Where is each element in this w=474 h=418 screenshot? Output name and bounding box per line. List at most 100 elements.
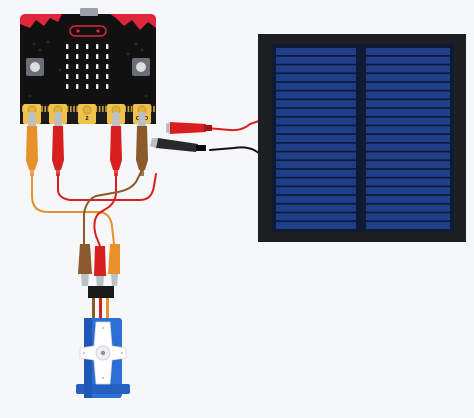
solar-cell [366, 187, 450, 195]
solar-cell [276, 56, 356, 64]
edge-finger [70, 106, 72, 112]
solar-cell [366, 135, 450, 142]
solar-cell [276, 48, 356, 55]
led [76, 84, 79, 89]
led [86, 74, 89, 79]
servo-clip-brown[interactable] [78, 244, 92, 286]
solar-cell [276, 222, 356, 229]
solar-cell [366, 48, 450, 55]
board-clips [26, 112, 148, 176]
servo-clip-orange[interactable] [108, 244, 120, 286]
edge-finger [22, 106, 24, 112]
clip-pin0-orange[interactable] [26, 112, 38, 176]
solar-cell [366, 108, 450, 116]
board-accent-left [20, 14, 62, 28]
led [66, 64, 69, 69]
led [76, 54, 79, 59]
wire-orange-pin0-to-servo [31, 173, 115, 245]
edge-finger [95, 106, 98, 112]
solar-cell [366, 74, 450, 82]
solar-cell [276, 143, 356, 151]
led [86, 54, 89, 59]
edge-finger [98, 106, 101, 112]
solar-cell [366, 169, 450, 177]
led [76, 64, 79, 69]
solar-cell [366, 56, 450, 64]
led [96, 74, 99, 79]
solar-panel [258, 34, 466, 242]
wire-black-solar-negative [209, 146, 265, 157]
solar-cell [366, 100, 450, 108]
led [76, 74, 79, 79]
solar-cell [276, 82, 356, 90]
led [96, 64, 99, 69]
led [96, 84, 99, 89]
solar-cell [276, 65, 356, 73]
edge-finger [153, 106, 155, 112]
led [76, 44, 79, 49]
solar-cell [276, 117, 356, 125]
led [106, 54, 109, 59]
solar-cell [366, 222, 450, 229]
wire-red-solar-positive [205, 119, 263, 132]
solar-cell [276, 213, 356, 221]
solar-cell [276, 161, 356, 169]
solar-cell [366, 117, 450, 125]
solar-cell [276, 195, 356, 203]
led [66, 54, 69, 59]
button-a[interactable] [26, 58, 44, 76]
solar-cell [276, 91, 356, 99]
edge-finger [73, 106, 75, 112]
solar-cell [276, 135, 356, 142]
clip-3v-red[interactable] [110, 112, 122, 176]
servo-clips [78, 244, 120, 288]
edge-finger [105, 106, 107, 112]
led [86, 64, 89, 69]
led-matrix [66, 44, 109, 89]
servo-motor [76, 318, 130, 398]
edge-finger [66, 106, 69, 112]
solar-cell [366, 195, 450, 203]
solar-cell [276, 126, 356, 134]
led [66, 84, 69, 89]
solar-cell [276, 187, 356, 195]
usb-connector [80, 8, 98, 16]
board-traces [28, 40, 148, 98]
solar-cell [276, 108, 356, 116]
wires [31, 119, 265, 247]
edge-finger [44, 106, 46, 112]
solar-cell [366, 143, 450, 151]
solar-cell [366, 204, 450, 212]
led [66, 44, 69, 49]
led [96, 44, 99, 49]
led [96, 54, 99, 59]
led [106, 64, 109, 69]
led [86, 84, 89, 89]
solar-cell [366, 213, 450, 221]
servo-clip-red[interactable] [94, 246, 106, 288]
servo-connector [88, 286, 114, 318]
servo-horn[interactable] [79, 321, 127, 385]
wire-red-pin1-to-servo [57, 173, 157, 201]
led [86, 44, 89, 49]
solar-clip-black[interactable] [150, 138, 206, 152]
edge-finger [130, 106, 133, 112]
pin-label-2: 2 [85, 116, 88, 122]
button-b[interactable] [132, 58, 150, 76]
solar-cell [366, 65, 450, 73]
microbit-board: 0 1 2 3V GND [20, 8, 156, 124]
clip-pin1-red[interactable] [52, 112, 64, 176]
solar-cell [276, 178, 356, 186]
solar-cell [366, 161, 450, 169]
solar-cell [366, 178, 450, 186]
solar-clip-red[interactable] [166, 122, 212, 134]
led [66, 74, 69, 79]
solar-cell [276, 204, 356, 212]
solar-cell [366, 91, 450, 99]
wire-brown-gnd-to-servo [83, 169, 143, 245]
clip-gnd-brown[interactable] [136, 112, 148, 176]
solar-cells [276, 48, 450, 229]
edge-finger [47, 106, 50, 112]
led [106, 44, 109, 49]
